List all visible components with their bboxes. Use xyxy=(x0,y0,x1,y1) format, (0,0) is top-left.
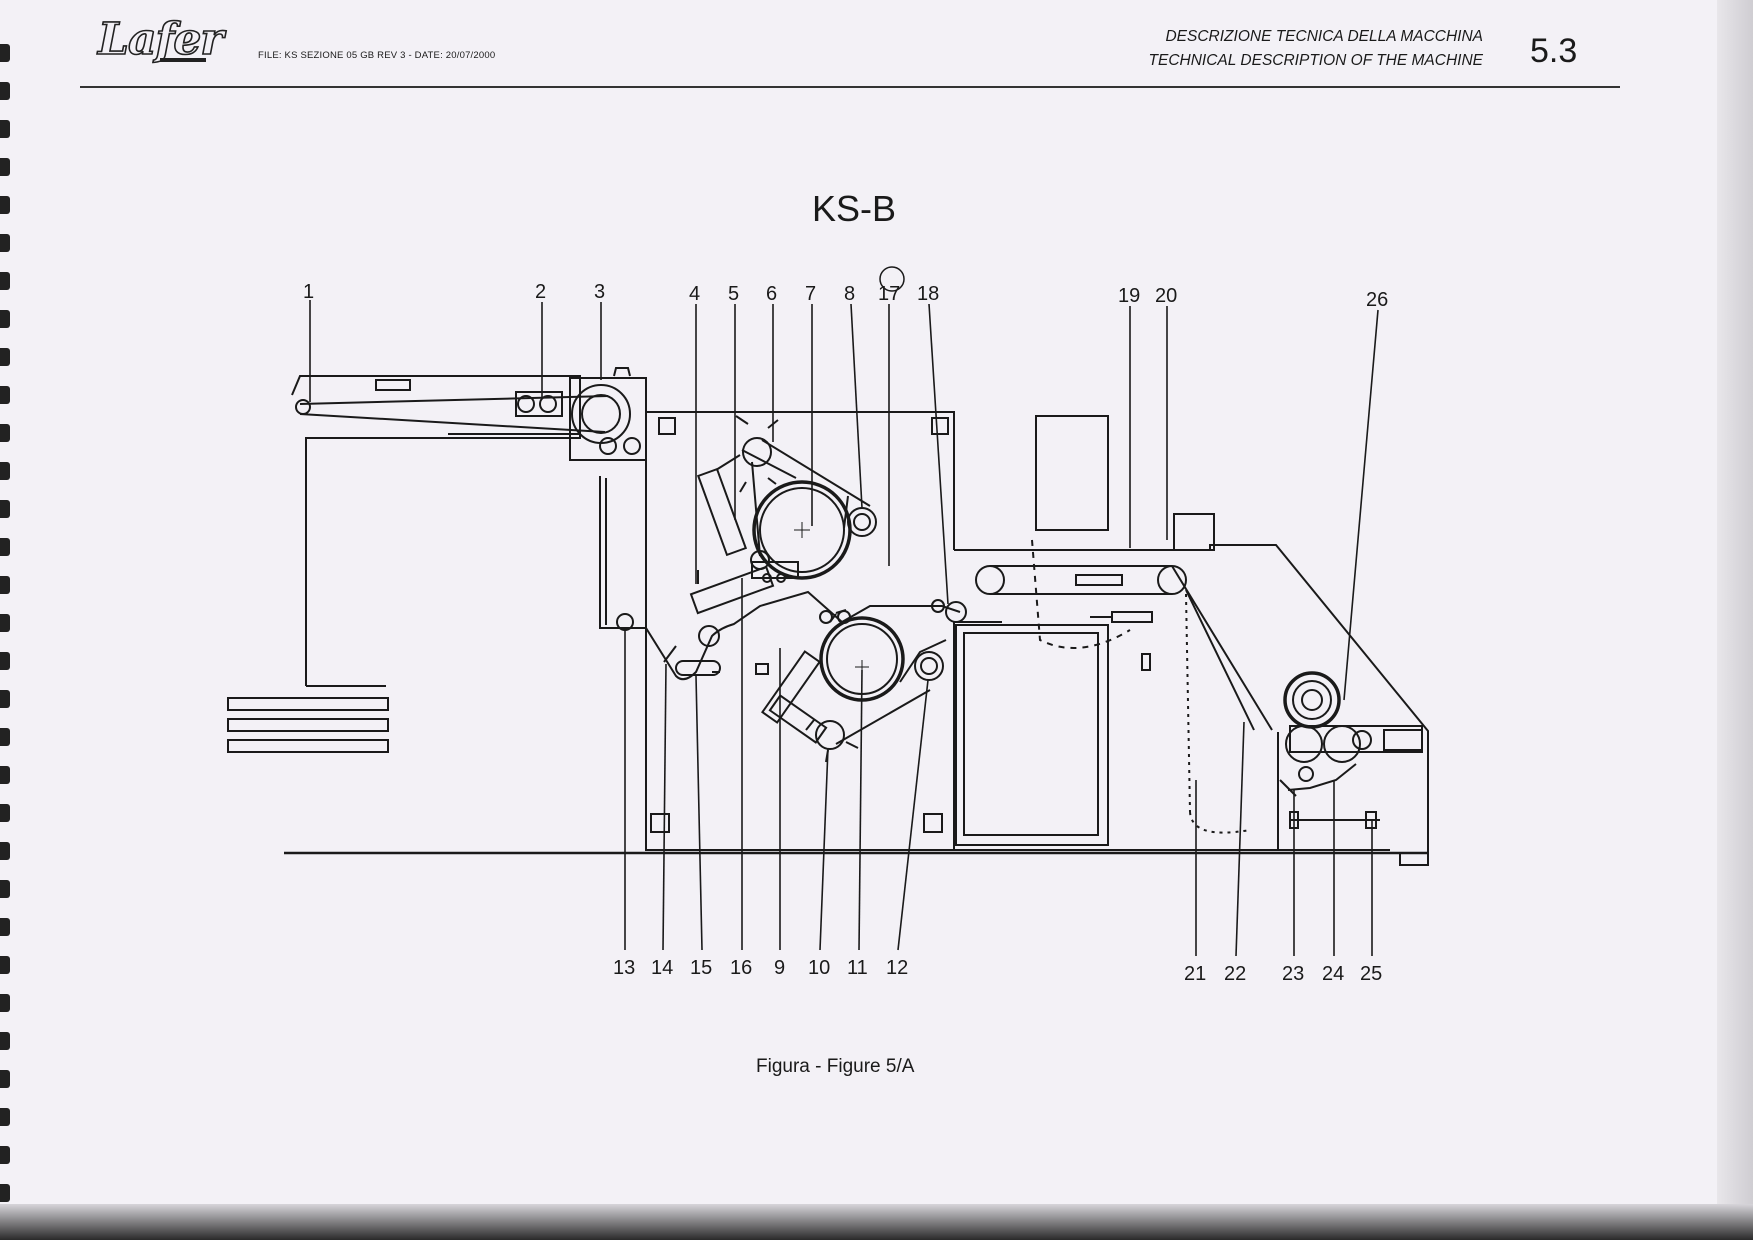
binding-hole xyxy=(0,462,10,480)
binding-hole xyxy=(0,576,10,594)
label-9: 9 xyxy=(774,957,785,979)
binding-hole xyxy=(0,804,10,822)
label-11: 11 xyxy=(847,957,868,979)
binding-hole xyxy=(0,1032,10,1050)
binding-hole xyxy=(0,158,10,176)
binding-hole xyxy=(0,880,10,898)
entry-unit xyxy=(227,367,647,753)
label-14: 14 xyxy=(651,957,673,979)
binding-hole xyxy=(0,690,10,708)
binding-hole xyxy=(0,1070,10,1088)
label-1: 1 xyxy=(303,281,314,303)
label-6: 6 xyxy=(766,283,777,305)
binding-hole xyxy=(0,614,10,632)
binding-hole xyxy=(0,918,10,936)
exit-unit xyxy=(954,415,1429,866)
label-10: 10 xyxy=(808,957,830,979)
binding-hole xyxy=(0,82,10,100)
label-25: 25 xyxy=(1360,963,1382,985)
binding-hole xyxy=(0,728,10,746)
binding-hole xyxy=(0,652,10,670)
page-edge-bottom xyxy=(0,1204,1753,1240)
header-title-english: TECHNICAL DESCRIPTION OF THE MACHINE xyxy=(1148,52,1483,69)
binding-hole xyxy=(0,196,10,214)
lafer-logo: Lafer xyxy=(97,13,224,66)
label-16: 16 xyxy=(730,957,752,979)
label-2: 2 xyxy=(535,281,546,303)
label-21: 21 xyxy=(1184,963,1206,985)
binding-hole xyxy=(0,500,10,518)
binding-hole xyxy=(0,1146,10,1164)
binding-hole xyxy=(0,120,10,138)
label-12: 12 xyxy=(886,957,908,979)
label-13: 13 xyxy=(613,957,635,979)
spiral-binding xyxy=(0,0,14,1240)
binding-hole xyxy=(0,272,10,290)
binding-hole xyxy=(0,386,10,404)
label-18: 18 xyxy=(917,283,939,305)
page-edge-right xyxy=(1717,0,1753,1240)
label-4: 4 xyxy=(689,283,700,305)
label-19: 19 xyxy=(1118,285,1140,307)
label-17: 17 xyxy=(878,283,900,305)
label-15: 15 xyxy=(690,957,712,979)
header-rule xyxy=(80,86,1620,88)
label-24: 24 xyxy=(1322,963,1344,985)
leader-lines xyxy=(309,300,1379,957)
diagram-title: KS-B xyxy=(812,188,897,229)
label-23: 23 xyxy=(1282,963,1304,985)
label-26: 26 xyxy=(1366,289,1388,311)
binding-hole xyxy=(0,348,10,366)
logo-underline xyxy=(160,58,206,62)
label-20: 20 xyxy=(1155,285,1177,307)
binding-hole xyxy=(0,234,10,252)
binding-hole xyxy=(0,1184,10,1202)
section-number: 5.3 xyxy=(1530,32,1578,70)
figure-caption: Figura - Figure 5/A xyxy=(756,1056,915,1077)
label-22: 22 xyxy=(1224,963,1246,985)
header-title-italian: DESCRIZIONE TECNICA DELLA MACCHINA xyxy=(1165,28,1483,45)
binding-hole xyxy=(0,842,10,860)
file-info: FILE: KS SEZIONE 05 GB REV 3 - DATE: 20/… xyxy=(258,50,496,61)
part-numbers: 1 2 3 4 5 6 7 8 17 18 19 20 26 13 14 15 … xyxy=(303,281,1388,985)
binding-hole xyxy=(0,956,10,974)
binding-hole xyxy=(0,424,10,442)
binding-hole xyxy=(0,538,10,556)
raising-unit xyxy=(645,266,967,851)
label-8: 8 xyxy=(844,283,855,305)
label-7: 7 xyxy=(805,283,816,305)
label-5: 5 xyxy=(728,283,739,305)
binding-hole xyxy=(0,44,10,62)
label-3: 3 xyxy=(594,281,605,303)
binding-hole xyxy=(0,994,10,1012)
binding-hole xyxy=(0,310,10,328)
binding-hole xyxy=(0,766,10,784)
binding-hole xyxy=(0,1108,10,1126)
